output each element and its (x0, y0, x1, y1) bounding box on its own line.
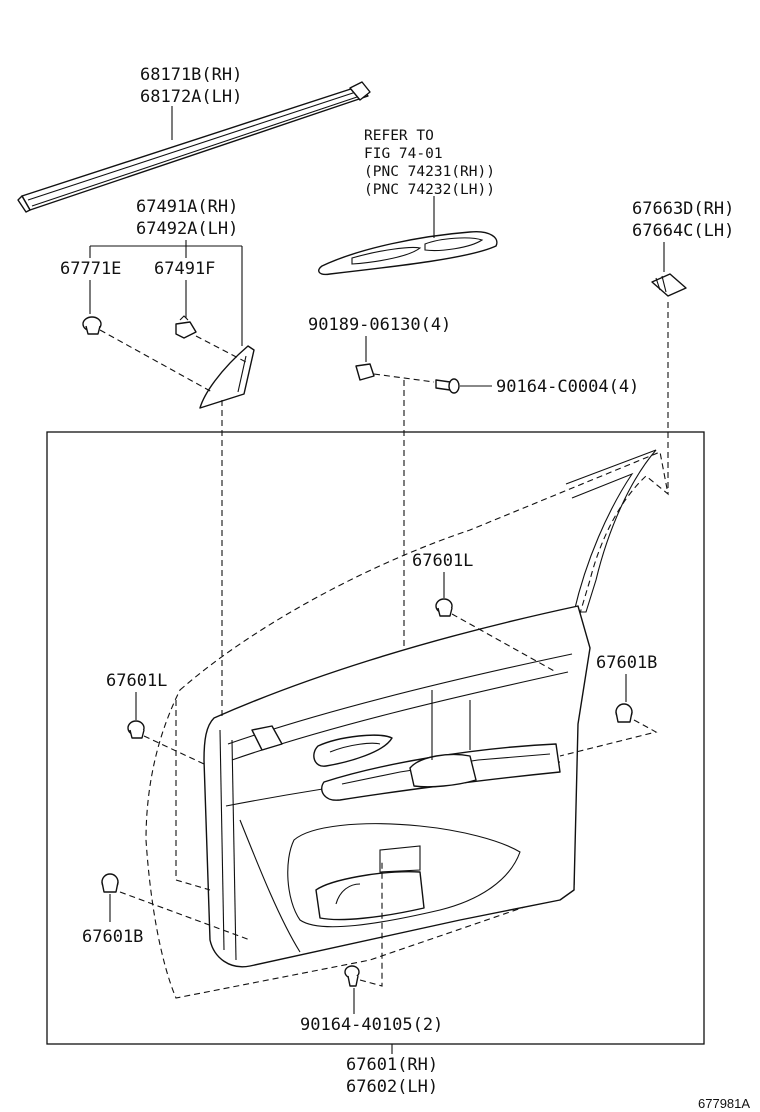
label-cover-rh: 67491A(RH) (136, 197, 238, 217)
label-cover-lh: 67492A(LH) (136, 219, 238, 239)
assembly-frame (46, 431, 705, 1045)
label-refer-to: REFER TO (364, 128, 434, 144)
screw-90164-c0004-icon[interactable] (435, 378, 460, 394)
clip-67601l-top-icon[interactable] (435, 598, 453, 617)
clip-67663d-icon[interactable] (651, 273, 687, 297)
nut-90189-icon[interactable] (355, 363, 375, 381)
label-weatherstrip-lh: 68172A(LH) (140, 87, 242, 107)
clip-67601b-left-icon[interactable] (101, 873, 119, 893)
door-window-frame (565, 449, 657, 613)
label-nut-90189: 90189-06130(4) (308, 315, 451, 335)
label-refer-fig: FIG 74-01 (364, 146, 443, 162)
cover-67491a-part[interactable] (199, 345, 255, 409)
label-panel-rh: 67601(RH) (346, 1055, 438, 1075)
clip-67491f-icon[interactable] (175, 315, 197, 339)
label-refer-pnc-lh: (PNC 74232(LH)) (364, 182, 495, 198)
door-trim-panel-part[interactable] (203, 605, 591, 968)
label-clip-67771e: 67771E (60, 259, 121, 279)
label-screw-90164-c0004: 90164-C0004(4) (496, 377, 639, 397)
label-clip-67491f: 67491F (154, 259, 215, 279)
label-clip-67663d: 67663D(RH) (632, 199, 734, 219)
clip-67601b-right-icon[interactable] (615, 703, 633, 723)
label-panel-lh: 67602(LH) (346, 1077, 438, 1097)
label-weatherstrip-rh: 68171B(RH) (140, 65, 242, 85)
clip-67601l-left-icon[interactable] (127, 720, 145, 739)
label-clip-67601l-top: 67601L (412, 551, 473, 571)
label-clip-67601b-left: 67601B (82, 927, 143, 947)
screw-90164-40105-icon[interactable] (344, 965, 360, 987)
switch-base-part[interactable] (318, 230, 498, 276)
figure-code: 677981A (698, 1096, 750, 1111)
weatherstrip-part[interactable] (17, 81, 371, 213)
label-clip-67601l-left: 67601L (106, 671, 167, 691)
label-refer-pnc-rh: (PNC 74231(RH)) (364, 164, 495, 180)
label-clip-67664c: 67664C(LH) (632, 221, 734, 241)
clip-67771e-icon[interactable] (82, 316, 102, 335)
door-outline (145, 451, 669, 999)
label-clip-67601b-right: 67601B (596, 653, 657, 673)
label-screw-90164-40105: 90164-40105(2) (300, 1015, 443, 1035)
